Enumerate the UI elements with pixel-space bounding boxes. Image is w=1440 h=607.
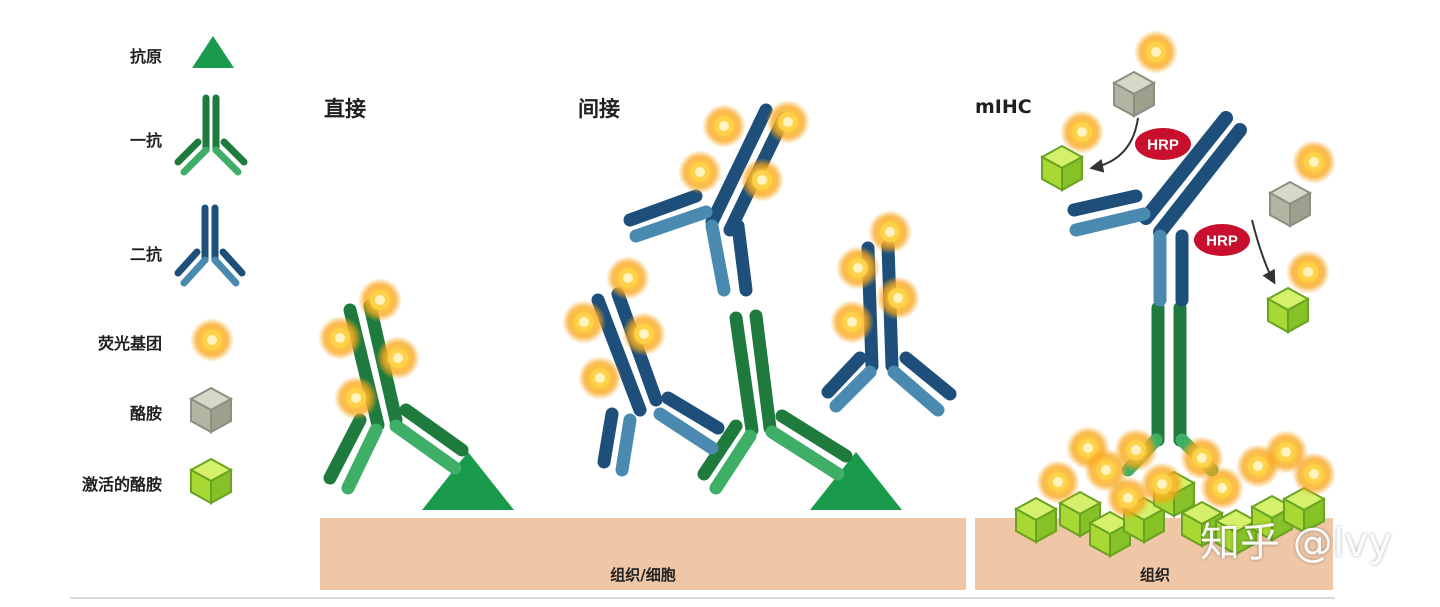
legend-primary-antibody-icon: [174, 94, 248, 176]
fluorophore: [1292, 140, 1336, 184]
fluorophore: [1060, 110, 1104, 154]
mihc-secondary-antibody: [1067, 111, 1247, 307]
legend-label-tyramide: 酪胺: [129, 404, 162, 423]
fluorophore: [318, 316, 362, 360]
watermark: 知乎 @Ivy: [1200, 520, 1392, 566]
section-title-mihc: mIHC: [975, 96, 1032, 118]
fluorophore: [740, 158, 784, 202]
legend-secondary-antibody-icon: [174, 204, 246, 287]
hrp-label: HRP: [1147, 137, 1179, 154]
hrp-enzyme: HRP: [1194, 224, 1250, 256]
fluorophore: [876, 276, 920, 320]
tissue-label-right: 组织: [1139, 566, 1170, 584]
fluorophore: [606, 256, 650, 300]
fluorophore: [562, 300, 606, 344]
tissue-label-left: 组织/细胞: [610, 566, 676, 584]
legend-label-antigen: 抗原: [129, 47, 162, 66]
fluorophore: [578, 356, 622, 400]
legend-antigen-triangle: [192, 36, 234, 68]
fluorophore: [334, 376, 378, 420]
legend-label-secondary-antibody: 二抗: [129, 245, 162, 264]
activation-arrow: [1251, 219, 1276, 285]
legend-label-primary-antibody: 一抗: [129, 131, 162, 150]
indirect-secondary-antibody: [591, 287, 725, 477]
section-title-indirect: 间接: [578, 97, 620, 121]
antigen-triangle: [810, 452, 902, 510]
fluorophore: [1036, 460, 1080, 504]
antigen-triangle: [422, 452, 514, 510]
activation-arrow: [1089, 117, 1139, 173]
indirect-primary-antibody: [697, 309, 853, 495]
fluorophore: [678, 150, 722, 194]
legend-activated-tyramide-icon: [190, 458, 232, 504]
fluorophore: [702, 104, 746, 148]
tyramide-cube: [1113, 71, 1155, 117]
legend-label-activated-tyramide: 激活的酪胺: [81, 475, 162, 494]
section-title-direct: 直接: [324, 97, 366, 121]
legend-fluorophore-icon: [190, 318, 234, 362]
tyramide-cube: [1269, 181, 1311, 227]
fluorophore: [358, 278, 402, 322]
fluorophore: [830, 300, 874, 344]
activated-tyramide-cube: [1267, 287, 1309, 333]
activated-tyramide-cube: [1015, 497, 1057, 543]
fluorophore: [868, 210, 912, 254]
fluorophore: [622, 312, 666, 356]
tissue-base-left: [320, 518, 966, 590]
fluorophore: [376, 336, 420, 380]
legend: [174, 36, 248, 504]
fluorophore: [1134, 30, 1178, 74]
hrp-enzyme: HRP: [1135, 128, 1191, 160]
fluorophore: [1106, 476, 1150, 520]
legend-tyramide-icon: [190, 387, 232, 433]
fluorophore: [766, 100, 810, 144]
fluorophore: [1286, 250, 1330, 294]
hrp-label: HRP: [1206, 233, 1238, 250]
legend-label-fluorophore: 荧光基团: [97, 334, 162, 353]
fluorophore: [1292, 452, 1336, 496]
fluorophore: [836, 246, 880, 290]
